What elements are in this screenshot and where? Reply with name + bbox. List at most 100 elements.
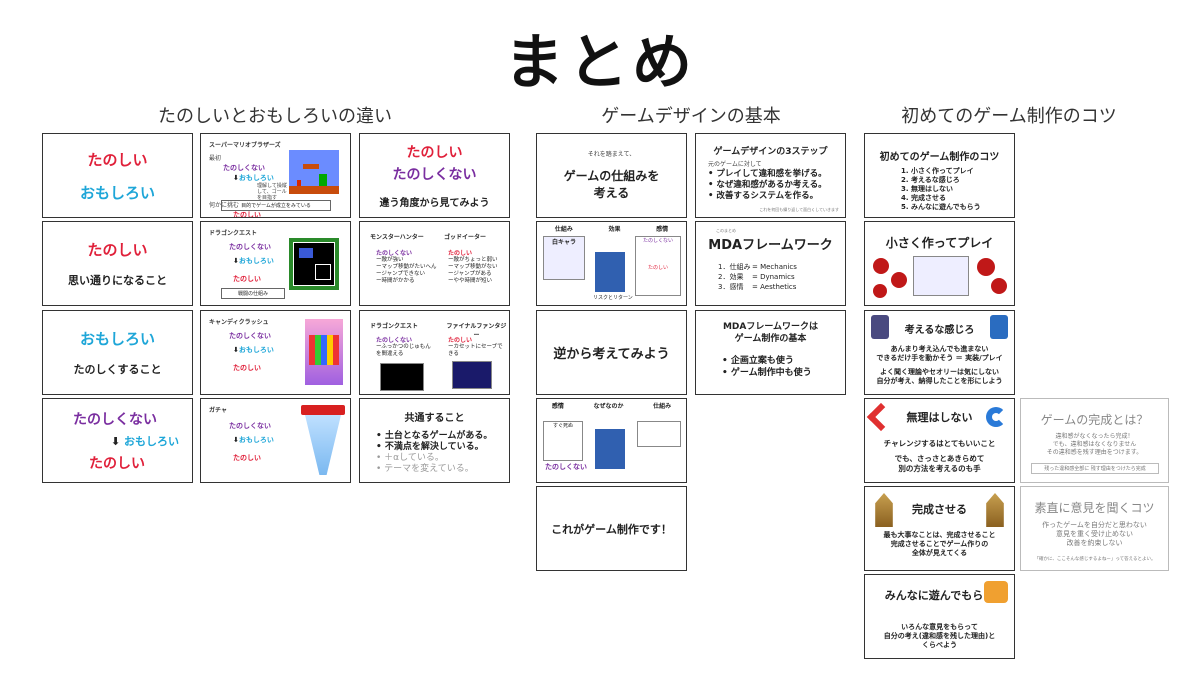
slide-text: たのしくない <box>642 238 673 244</box>
diagram-box: 白キャラ <box>543 236 585 280</box>
slide-heading: ゲーム制作の基本 <box>734 334 807 344</box>
ff-screenshot-image <box>452 361 492 389</box>
slide-text: たのしくない <box>229 332 271 340</box>
slide-have-others-play[interactable]: みんなに遊んでもらう いろんな意見をもらって 自分の考え(違和感を残した理由)と… <box>864 574 1015 659</box>
slide-text: ーふっかつのじゅもんを間違える <box>376 344 431 357</box>
slide-text: 違う角度から見てみよう <box>379 198 490 209</box>
arrow-down-icon: ⬇ <box>233 436 239 444</box>
red-circle-icon <box>873 284 887 298</box>
gacha-capsule-image <box>301 405 345 479</box>
slide-3-steps[interactable]: ゲームデザインの3ステップ 元のゲームに対して • プレイして違和感を挙げる。 … <box>695 133 846 218</box>
slide-heading: MDAフレームワークは <box>722 322 819 332</box>
slide-this-is-game-dev[interactable]: これがゲーム制作です！ <box>536 486 687 571</box>
slide-mario[interactable]: スーパーマリオブラザーズ 最初 たのしくない ⬇おもしろい 理解して操縦して、ゴ… <box>200 133 351 218</box>
slide-tab-label: 感情 <box>656 226 669 233</box>
slide-listen-to-feedback[interactable]: 素直に意見を聞くコツ 作ったゲームを自分だと思わない 意見を重く受け止めない 改… <box>1020 486 1169 571</box>
slide-heading: ゴッドイーター <box>444 234 487 241</box>
slide-text: できるだけ手を動かそう ＝ 実装/プレイ <box>876 354 1003 362</box>
slide-text: 最も大事なことは、完成させること <box>883 531 996 539</box>
slide-text: その違和感を残す理由をつけます。 <box>1046 449 1143 456</box>
slide-tab-label: 仕組み <box>554 226 573 233</box>
slide-finish[interactable]: 完成させる 最も大事なことは、完成させること 完成させることでゲーム作りの 全体… <box>864 486 1015 571</box>
slide-dont-think-feel[interactable]: 考えるな感じろ あんまり考え込んでも進まない できるだけ手を動かそう ＝ 実装/… <box>864 310 1015 395</box>
slide-flow-summary[interactable]: たのしくない ⬇ おもしろい たのしい <box>42 398 193 483</box>
blue-shape-icon <box>986 407 1006 427</box>
slide-heading: ドラゴンクエスト <box>209 230 258 237</box>
slide-text: たのしい <box>233 211 261 218</box>
slide-dont-overdo[interactable]: 無理はしない チャレンジするはとてもいいこと でも、さっさとあきらめて 別の方法… <box>864 398 1015 483</box>
slide-think-backwards[interactable]: 逆から考えてみよう <box>536 310 687 395</box>
slide-common-points[interactable]: 共通すること • 土台となるゲームがある。 • 不満点を解決している。 • ＋α… <box>359 398 510 483</box>
slide-text: おもしろい <box>79 183 155 202</box>
slide-text: ー敵がちょっと弱い ーマップ移動がない ージャンプがある ーやや時間が短い <box>448 257 498 284</box>
slide-candy-crush[interactable]: キャンディクラッシュ たのしくない ⬇おもしろい たのしい <box>200 310 351 395</box>
section-title-fun-vs-interesting: たのしいとおもしろいの違い <box>158 106 392 127</box>
mda-row: 1．仕組み= Mechanics <box>718 263 797 271</box>
slide-different-angle[interactable]: たのしいたのしくない違う角度から見てみよう <box>359 133 510 218</box>
slide-text: たのしくすること <box>73 363 162 376</box>
slide-text: たのしい <box>87 241 148 259</box>
red-circle-icon <box>873 258 889 274</box>
slide-heading: MDAフレームワーク <box>708 238 833 253</box>
slide-text: 思い通りになること <box>68 274 167 287</box>
slide-dq-ff[interactable]: ドラゴンクエスト ファイナルファンタジー たのしくない ーふっかつのじゅもんを間… <box>359 310 510 395</box>
slide-heading: 初めてのゲーム制作のコツ <box>879 152 1000 163</box>
slide-heading: 考えるな感じろ <box>904 325 975 336</box>
slide-heading: ガチャ <box>209 407 227 414</box>
slide-game-completion[interactable]: ゲームの完成とは？ 違和感がなくなったら完成！ でも、違和感はなくなりません そ… <box>1020 398 1169 483</box>
slide-text: チャレンジするはとてもいいこと <box>883 439 996 448</box>
slide-mda-basics[interactable]: MDAフレームワークは ゲーム制作の基本 • 企画立案も使う • ゲーム制作中も… <box>695 310 846 395</box>
slide-tab-label: 仕組み <box>653 403 672 410</box>
slide-text: たのしくない <box>229 422 271 430</box>
slide-list-item: • テーマを変えている。 <box>376 464 474 474</box>
slide-text: すぐ死ぬ <box>552 423 573 429</box>
slide-text: たのしい <box>87 150 148 169</box>
slide-text: ゲームの仕組みを <box>563 169 660 183</box>
person-character-image <box>990 315 1008 339</box>
slide-text: 考える <box>593 186 630 200</box>
slide-heading: ドラゴンクエスト <box>370 323 419 330</box>
slide-text: ーカセットにセーブできる <box>448 344 503 357</box>
arrow-down-icon: ⬇ <box>233 174 239 182</box>
slide-text: おもしろい <box>124 434 180 448</box>
slide-text: それを踏まえて、 <box>587 151 636 158</box>
slide-tanoshii-definition[interactable]: たのしい思い通りになること <box>42 221 193 306</box>
slide-text: このまとめ <box>716 228 736 233</box>
mini-game-image <box>913 256 969 296</box>
slide-list-item: 2. 考えるな感じろ <box>901 176 960 184</box>
slide-text: 何かに挑む <box>209 202 240 209</box>
slide-text: 完成させることでゲーム作りの <box>890 540 989 548</box>
slide-reverse-diagram[interactable]: 感情 なぜなのか 仕組み すぐ死ぬ たのしくない <box>536 398 687 483</box>
slide-text: おもしろい <box>238 257 274 265</box>
dragon-quest-screenshot-image <box>289 238 339 290</box>
slide-footer: 目的でゲームが成立をみている <box>221 200 331 211</box>
slide-heading: 無理はしない <box>906 411 973 424</box>
slide-text: たのしくない <box>376 250 413 257</box>
slide-omoshiroi-definition[interactable]: おもしろいたのしくすること <box>42 310 193 395</box>
slide-list-item: 4. 完成させる <box>901 194 946 202</box>
slide-tanoshii-omoshiroi[interactable]: たのしいおもしろい <box>42 133 193 218</box>
slide-list-item: 5. みんなに遊んでもらう <box>901 203 981 211</box>
slide-think-mechanics[interactable]: それを踏まえて、ゲームの仕組みを考える <box>536 133 687 218</box>
slide-list-item: • 土台となるゲームがある。 <box>376 431 493 441</box>
slide-text: おもしろい <box>238 346 274 354</box>
slide-text: 最初 <box>209 155 222 162</box>
slide-make-small[interactable]: 小さく作ってプレイ <box>864 221 1015 306</box>
slide-dragon-quest[interactable]: ドラゴンクエスト たのしくない ⬇おもしろい たのしい 戦闘の仕組み <box>200 221 351 306</box>
slide-list-item: • 企画立案も使う <box>722 356 794 366</box>
slide-monhun-godeater[interactable]: モンスターハンター ゴッドイーター たのしくない ー敵が強い ーマップ移動がたい… <box>359 221 510 306</box>
slide-text: たのしくない <box>545 463 587 471</box>
slide-mda-diagram[interactable]: 仕組み 効果 感情 白キャラ たのしくない たのしい リスクとリターン <box>536 221 687 306</box>
slide-list-item: • 不満点を解決している。 <box>376 442 484 452</box>
slide-text: くらべよう <box>922 641 957 649</box>
slide-text: たのしくない <box>223 164 265 172</box>
slide-heading: 素直に意見を聞くコツ <box>1034 501 1155 515</box>
slide-mda-framework[interactable]: このまとめ MDAフレームワーク 1．仕組み= Mechanics 2．効果= … <box>695 221 846 306</box>
slide-list-item: 1. 小さく作ってプレイ <box>901 167 974 175</box>
slide-tips-list[interactable]: 初めてのゲーム制作のコツ 1. 小さく作ってプレイ 2. 考えるな感じろ 3. … <box>864 133 1015 218</box>
slide-gacha[interactable]: ガチャ たのしくない ⬇おもしろい たのしい <box>200 398 351 483</box>
slide-list-item: • 改善するシステムを作る。 <box>708 191 819 201</box>
candy-crush-screenshot-image <box>305 319 343 385</box>
slide-text: いろんな意見をもらって <box>901 623 978 631</box>
mario-screenshot-image <box>289 150 339 194</box>
